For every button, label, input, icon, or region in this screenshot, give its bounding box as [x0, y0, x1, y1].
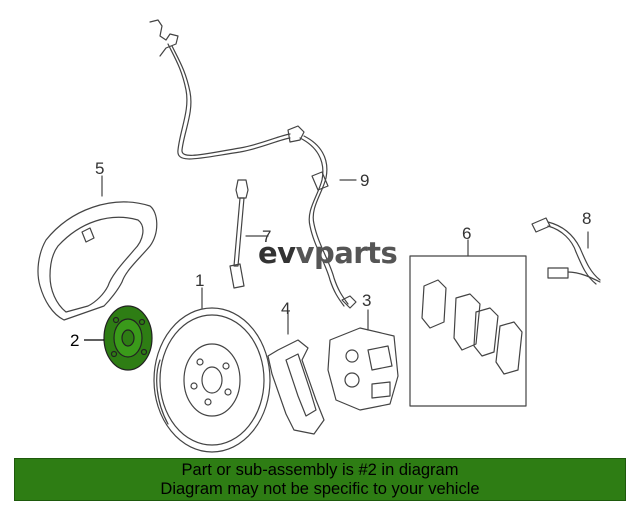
banner-line-1: Part or sub-assembly is #2 in diagram [181, 460, 459, 479]
callout-3[interactable]: 3 [362, 291, 372, 310]
callout-5[interactable]: 5 [95, 159, 105, 178]
part-2-wheel-hub[interactable] [84, 305, 153, 371]
part-4-caliper-bracket[interactable] [267, 311, 325, 435]
callout-7[interactable]: 7 [262, 227, 272, 246]
part-7-sensor-probe[interactable] [229, 179, 269, 289]
info-banner: Part or sub-assembly is #2 in diagram Di… [14, 458, 626, 501]
part-3-caliper[interactable] [327, 309, 399, 411]
logo-mark: ev [258, 236, 296, 270]
callout-2[interactable]: 2 [70, 331, 80, 350]
callout-1[interactable]: 1 [195, 271, 205, 290]
part-5-splash-shield[interactable] [37, 175, 158, 321]
part-9-speed-sensor-cable[interactable] [149, 19, 357, 309]
part-1-brake-rotor[interactable] [153, 287, 271, 453]
logo-text: vparts [295, 236, 398, 270]
callout-4[interactable]: 4 [281, 299, 291, 318]
callout-9[interactable]: 9 [360, 171, 370, 190]
banner-line-2: Diagram may not be specific to your vehi… [160, 479, 480, 498]
callout-6[interactable]: 6 [462, 224, 472, 243]
callout-8[interactable]: 8 [582, 209, 592, 228]
part-6-brake-pads[interactable] [409, 239, 527, 407]
part-8-pad-wear-sensor[interactable] [531, 217, 601, 285]
